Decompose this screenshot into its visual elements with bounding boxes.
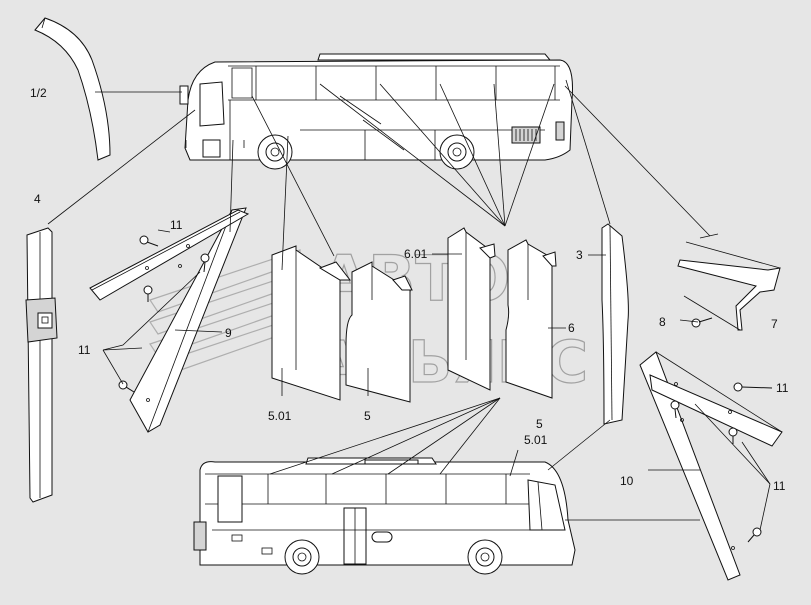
label-part-4: 4 (34, 192, 41, 206)
leader-lines (47, 79, 771, 531)
label-part-9: 9 (225, 326, 232, 340)
part-1-2-front-pillar-trim (34, 17, 111, 161)
label-part-5-01-left: 5.01 (268, 409, 292, 423)
screw-icon (139, 235, 159, 247)
label-part-11-top: 11 (170, 218, 183, 232)
part-9-triangle-trim (89, 207, 250, 433)
screw-icon-group-left (118, 235, 210, 393)
screw-icon (728, 427, 738, 444)
part-labels: 1/2 4 11 11 9 5.01 5 6.01 3 6 7 8 11 11 … (30, 86, 789, 493)
part-5-01-channel-panel (271, 245, 352, 401)
label-part-5-01-right: 5.01 (524, 433, 548, 447)
label-part-11-right-bottom: 11 (773, 479, 786, 493)
screw-icon (670, 400, 680, 419)
bus-bottom-windows (267, 474, 507, 504)
screw-icon-8 (691, 317, 713, 328)
bus-top-windows (231, 66, 556, 100)
label-part-3: 3 (576, 248, 583, 262)
part-10-triangle-trim (639, 351, 783, 581)
label-part-10: 10 (620, 474, 634, 488)
label-part-11-right-top: 11 (776, 381, 789, 395)
part-4-pillar-panel (25, 227, 58, 503)
bus-bottom-side-view (193, 457, 576, 575)
label-part-11-left: 11 (78, 343, 91, 357)
switch-icon (37, 312, 53, 329)
part-6-notched-panel (505, 239, 557, 399)
screw-icon-group-right (670, 382, 773, 543)
screw-icon (733, 382, 773, 392)
part-3-long-pillar (601, 223, 629, 425)
screw-icon (747, 527, 762, 543)
bus-top-side-view (179, 53, 573, 170)
wheel-icon (467, 539, 503, 575)
screw-icon (118, 380, 135, 393)
label-part-6-01: 6.01 (404, 247, 428, 261)
label-part-1-2: 1/2 (30, 86, 47, 100)
wheel-icon (284, 539, 320, 575)
label-part-8: 8 (659, 315, 666, 329)
label-part-7: 7 (771, 317, 778, 331)
wheel-icon (439, 134, 475, 170)
screw-icon (143, 285, 153, 302)
part-7-roof-rail (677, 233, 781, 331)
part-6-01-channel-panel (447, 227, 496, 391)
label-part-5-right: 5 (536, 417, 543, 431)
part-5-notched-panel (345, 261, 413, 403)
label-part-6: 6 (568, 321, 575, 335)
label-part-5-left: 5 (364, 409, 371, 423)
wheel-icon (257, 134, 293, 170)
screw-icon (200, 253, 210, 273)
